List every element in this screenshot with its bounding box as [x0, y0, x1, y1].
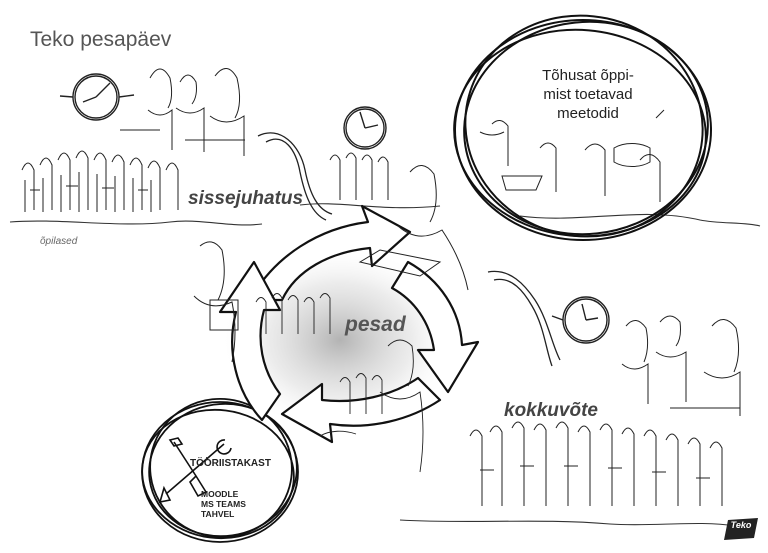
clock-icon: [551, 296, 610, 344]
teko-logo: Teko: [726, 516, 756, 538]
toolbox-circle: [141, 397, 299, 543]
methods-circle: [453, 14, 712, 241]
effective-methods-line: Tõhusat õppi-: [542, 67, 634, 84]
toolbox-item: MOODLE: [201, 489, 239, 499]
toolbox-item: MS TEAMS: [201, 499, 246, 509]
label-summary: kokkuvõte: [504, 400, 598, 421]
toolbox-item: TAHVEL: [201, 509, 235, 519]
connector-ribbons: [257, 132, 561, 367]
toolbox-heading: TÖÖRIISTAKAST: [190, 458, 271, 469]
logo-text: Teko: [730, 520, 752, 530]
effective-methods-line: mist toetavad: [543, 86, 633, 103]
teacher-center-top: [329, 152, 469, 291]
cycle-arrows-icon: [218, 204, 480, 444]
label-nests: pesad: [345, 313, 406, 336]
page-title: Teko pesapäev: [30, 28, 172, 51]
teachers-top-left: [120, 68, 245, 156]
students-group-right: [469, 421, 723, 506]
students-group: [21, 150, 179, 212]
logo-shape: [724, 518, 758, 540]
teacher-left: [193, 241, 239, 363]
methods-sketches: [479, 109, 665, 202]
label-intro: sissejuhatus: [188, 188, 304, 209]
effective-methods-line: meetodid: [557, 105, 619, 122]
clock-icon: [343, 106, 387, 150]
toolbox-list: MOODLE MS TEAMS TAHVEL: [201, 489, 246, 519]
label-students: õpilased: [40, 236, 78, 247]
teachers-right: [621, 315, 741, 416]
effective-methods-text: Tõhusat õppi- mist toetavad meetodid: [512, 66, 664, 123]
clock-icon: [59, 73, 135, 121]
nest-groups: [255, 293, 424, 473]
tools-icon: [158, 437, 232, 504]
